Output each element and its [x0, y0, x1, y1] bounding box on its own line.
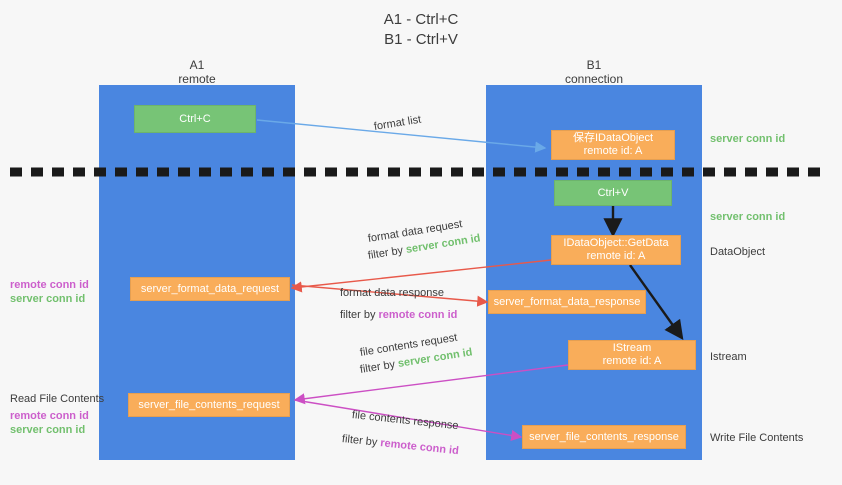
box-idataobject-getdata-line1: IDataObject::GetData: [563, 237, 669, 249]
lane-b1-sub: connection: [564, 72, 624, 86]
box-server-file-contents-request-line1: server_file_contents_request: [138, 398, 280, 411]
lane-a1-name: A1: [189, 58, 205, 72]
box-server-file-contents-response-line1: server_file_contents_response: [529, 430, 679, 443]
filter-value-remote-conn-id-1: remote conn id: [378, 309, 458, 321]
box-ctrl-c[interactable]: Ctrl+C: [134, 105, 256, 133]
label-file-contents-response-group: file contents response filter by remote …: [341, 408, 460, 457]
arrow-format-data-request: [290, 259, 552, 293]
arrow-format-data-response: [291, 284, 489, 307]
box-istream-line2: remote id: A: [602, 355, 662, 367]
right-label-istream: Istream: [710, 351, 747, 363]
label-format-data-response-group: format data response filter by remote co…: [340, 286, 457, 322]
left-label-file-server-conn-id: server conn id: [10, 424, 86, 436]
right-label-dataobject: DataObject: [710, 246, 766, 258]
left-label-read-file-contents: Read File Contents: [10, 393, 105, 405]
box-server-format-data-response[interactable]: server_format_data_response: [488, 290, 646, 314]
box-istream-line1: IStream: [612, 342, 652, 354]
arrow-format-list: [256, 119, 547, 153]
left-label-format-server-conn-id: server conn id: [10, 293, 86, 305]
filter-prefix-2: filter by: [340, 309, 379, 321]
box-server-format-data-request[interactable]: server_format_data_request: [130, 277, 290, 301]
box-ctrl-v-line1: Ctrl+V: [597, 186, 629, 199]
right-label-write-file-contents: Write File Contents: [710, 432, 804, 444]
left-label-read-file-contents-group: Read File Contents remote conn id server…: [10, 392, 104, 437]
left-label-format-remote-conn-id: remote conn id: [10, 279, 89, 291]
arrow-file-contents-response: [294, 399, 523, 441]
arrow-getdata-to-istream: [629, 264, 684, 340]
lane-header-b1: B1 connection: [486, 58, 702, 86]
label-format-data-response: format data response: [340, 287, 444, 299]
title-line-1: A1 - Ctrl+C: [383, 11, 459, 28]
box-server-format-data-response-line1: server_format_data_response: [493, 295, 641, 308]
box-ctrl-c-line1: Ctrl+C: [179, 112, 211, 125]
filter-prefix-4: filter by: [341, 433, 381, 449]
label-format-data-request-group: format data request filter by server con…: [367, 218, 482, 263]
box-save-idataobject-line1: 保存IDataObject: [572, 132, 654, 144]
arrow-file-contents-request: [293, 364, 569, 405]
box-idataobject-getdata-line2: remote id: A: [586, 250, 646, 262]
lane-header-a1: A1 remote: [99, 58, 295, 86]
label-format-data-response-filter: filter by remote conn id: [340, 308, 457, 322]
box-ctrl-v[interactable]: Ctrl+V: [554, 180, 672, 206]
lane-b1-name: B1: [586, 58, 602, 72]
filter-prefix-1: filter by: [367, 244, 407, 262]
left-label-file-remote-conn-id: remote conn id: [10, 410, 89, 422]
filter-prefix-3: filter by: [359, 358, 399, 376]
page-title: A1 - Ctrl+C B1 - Ctrl+V: [0, 10, 842, 50]
box-save-idataobject[interactable]: 保存IDataObject remote id: A: [551, 130, 675, 160]
box-server-format-data-request-line1: server_format_data_request: [140, 282, 280, 295]
lane-a1-sub: remote: [178, 72, 216, 86]
right-label-server-conn-id-top: server conn id: [710, 133, 786, 145]
title-line-2: B1 - Ctrl+V: [384, 31, 458, 48]
right-label-server-conn-id-second: server conn id: [710, 211, 786, 223]
box-save-idataobject-line2: remote id: A: [583, 145, 643, 157]
box-istream[interactable]: IStream remote id: A: [568, 340, 696, 370]
box-server-file-contents-response[interactable]: server_file_contents_response: [522, 425, 686, 449]
label-file-contents-request-group: file contents request filter by server c…: [359, 332, 474, 377]
left-label-format-conn-ids: remote conn id server conn id: [10, 278, 89, 306]
label-file-contents-response: file contents response: [351, 409, 460, 433]
box-idataobject-getdata[interactable]: IDataObject::GetData remote id: A: [551, 235, 681, 265]
box-server-file-contents-request[interactable]: server_file_contents_request: [128, 393, 290, 417]
